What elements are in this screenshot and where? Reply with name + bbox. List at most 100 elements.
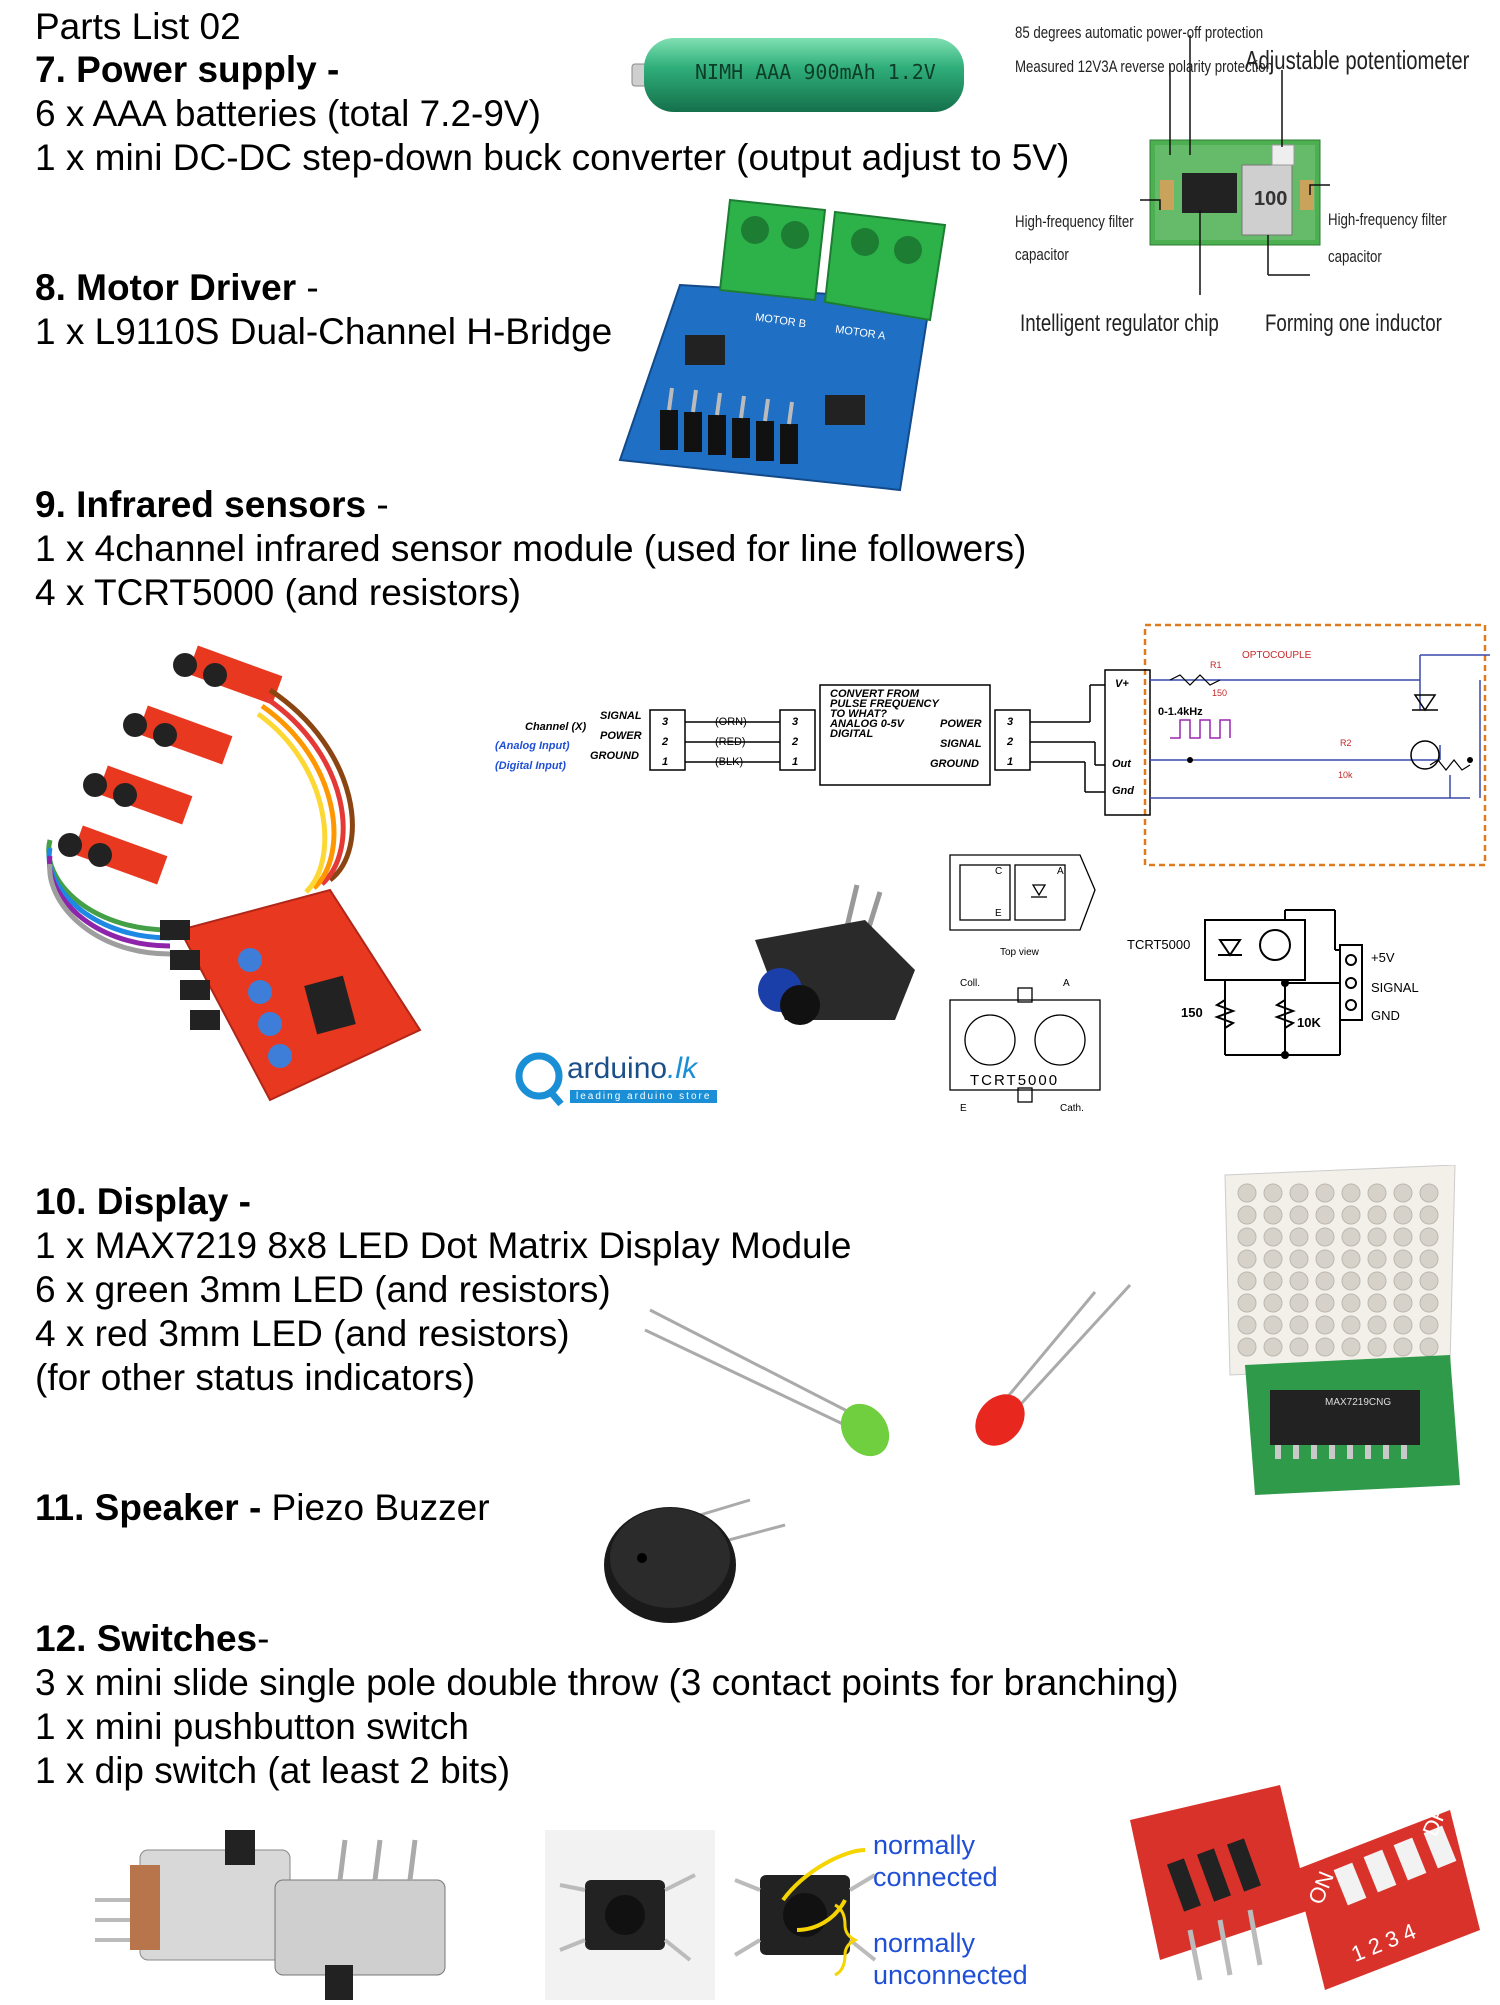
inductor-code: 100 xyxy=(1254,188,1288,210)
ir-module-icon xyxy=(30,630,430,1110)
matrix-led xyxy=(1237,1205,1257,1225)
red-led-icon xyxy=(950,1280,1150,1460)
switches-line-3: 1 x dip switch (at least 2 bits) xyxy=(35,1750,511,1791)
matrix-led xyxy=(1367,1249,1387,1269)
display-line-4: (for other status indicators) xyxy=(35,1357,476,1398)
sch-pin1-l: 1 xyxy=(662,756,669,768)
matrix-led xyxy=(1289,1271,1309,1291)
matrix-led xyxy=(1341,1271,1361,1291)
logo-name: arduino xyxy=(567,1052,668,1085)
matrix-led xyxy=(1393,1183,1413,1203)
tcrt5000-pinout: C E A Top view Coll. A TCRT5000 E Cath. xyxy=(945,850,1105,1120)
matrix-led xyxy=(1237,1183,1257,1203)
label-normally-unconnected-1: normally xyxy=(873,1928,976,1958)
sch-power: POWER xyxy=(600,730,642,742)
matrix-led xyxy=(1237,1337,1257,1357)
pin-e: E xyxy=(995,908,1002,919)
matrix-led xyxy=(1367,1293,1387,1313)
matrix-led xyxy=(1315,1205,1335,1225)
matrix-led xyxy=(1367,1205,1387,1225)
sch-freq: 0-1.4kHz xyxy=(1158,706,1203,718)
sch-blk: (BLK) xyxy=(715,756,744,768)
sch-red: (RED) xyxy=(715,736,746,748)
matrix-chip-label: MAX7219CNG xyxy=(1325,1397,1392,1408)
tcrt-circuit: TCRT5000 +5V SIGNAL GND 150 10K xyxy=(1125,905,1445,1065)
buck-converter-icon: 85 degrees automatic power-off protectio… xyxy=(1010,5,1490,345)
matrix-led xyxy=(1263,1183,1283,1203)
matrix-led xyxy=(1289,1227,1309,1247)
led-matrix-icon: MAX7219CNG xyxy=(1215,1164,1475,1495)
sch-pin1-r: 1 xyxy=(1007,756,1014,768)
dip-switch-icon: ON DP 1 2 3 4 xyxy=(1120,1780,1490,2000)
matrix-led xyxy=(1263,1337,1283,1357)
tcrt5000-icon xyxy=(745,880,925,1040)
buck-annotation-5b: capacitor xyxy=(1328,247,1382,266)
speaker-row: 11. Speaker - Piezo Buzzer xyxy=(35,1486,490,1530)
matrix-led xyxy=(1289,1205,1309,1225)
power-line-2: 1 x mini DC-DC step-down buck converter … xyxy=(35,137,1070,178)
matrix-led xyxy=(1289,1337,1309,1357)
infrared-line-1: 1 x 4channel infrared sensor module (use… xyxy=(35,528,1027,569)
sch-vplus: V+ xyxy=(1115,678,1129,690)
sch-signal-r: SIGNAL xyxy=(940,738,982,750)
circuit-v5: +5V xyxy=(1371,950,1395,965)
motor-driver-icon: MOTOR B MOTOR A xyxy=(600,190,960,500)
matrix-led xyxy=(1393,1315,1413,1335)
label-normally-connected-2: connected xyxy=(873,1862,998,1892)
label-normally-connected-1: normally xyxy=(873,1830,976,1860)
battery-icon: NIMH AAA 900mAh 1.2V xyxy=(630,30,970,120)
circuit-signal: SIGNAL xyxy=(1371,980,1419,995)
matrix-led xyxy=(1237,1315,1257,1335)
matrix-led xyxy=(1315,1293,1335,1313)
sch-pin3-m: 3 xyxy=(792,716,799,728)
matrix-led xyxy=(1393,1337,1413,1357)
motor-line-1: 1 x L9110S Dual-Channel H-Bridge xyxy=(35,311,613,352)
buck-annotation-1: 85 degrees automatic power-off protectio… xyxy=(1015,23,1264,42)
sch-convert-1: CONVERT FROM xyxy=(830,688,920,700)
logo-suffix: .lk xyxy=(667,1052,698,1085)
matrix-led xyxy=(1341,1249,1361,1269)
switches-heading-row: 12. Switches- xyxy=(35,1617,269,1661)
green-led-icon xyxy=(640,1295,910,1465)
battery-label: NIMH AAA 900mAh 1.2V xyxy=(695,60,936,84)
sch-convert-5: DIGITAL xyxy=(830,728,874,740)
sch-channel: Channel (X) xyxy=(525,721,587,733)
sch-r2: R2 xyxy=(1340,738,1352,748)
slide-switch-icon xyxy=(90,1810,460,2000)
power-heading: 7. Power supply - xyxy=(35,49,340,90)
sch-convert-3: TO WHAT? xyxy=(830,708,888,720)
switches-dash: - xyxy=(257,1618,270,1659)
matrix-led xyxy=(1367,1337,1387,1357)
matrix-led xyxy=(1289,1183,1309,1203)
buck-annotation-2: Measured 12V3A reverse polarity protecti… xyxy=(1015,57,1273,76)
matrix-led xyxy=(1367,1271,1387,1291)
infrared-heading: 9. Infrared sensors xyxy=(35,484,367,525)
infrared-dash: - xyxy=(366,484,389,525)
top-view: Top view xyxy=(1000,947,1039,958)
matrix-led xyxy=(1289,1315,1309,1335)
sch-pin2-l: 2 xyxy=(662,736,669,748)
sch-analog: (Analog Input) xyxy=(495,740,570,752)
sch-pin1-m: 1 xyxy=(792,756,799,768)
matrix-led xyxy=(1393,1227,1413,1247)
circuit-r150: 150 xyxy=(1181,1005,1203,1020)
sch-pin2-r: 2 xyxy=(1007,736,1014,748)
matrix-led xyxy=(1263,1271,1283,1291)
matrix-led xyxy=(1315,1337,1335,1357)
display-line-2: 6 x green 3mm LED (and resistors) xyxy=(35,1269,611,1310)
buck-annotation-4a: High-frequency filter xyxy=(1015,212,1134,231)
matrix-led xyxy=(1289,1293,1309,1313)
matrix-led xyxy=(1419,1293,1439,1313)
matrix-led xyxy=(1237,1293,1257,1313)
sch-ground-r: GROUND xyxy=(930,758,979,770)
buzzer-icon xyxy=(600,1480,800,1630)
motor-heading: 8. Motor Driver xyxy=(35,267,297,308)
matrix-led xyxy=(1419,1315,1439,1335)
matrix-led xyxy=(1289,1249,1309,1269)
matrix-led xyxy=(1367,1315,1387,1335)
matrix-led xyxy=(1315,1227,1335,1247)
pin-a: A xyxy=(1057,866,1064,877)
matrix-led xyxy=(1315,1183,1335,1203)
buck-annotation-4b: capacitor xyxy=(1015,245,1069,264)
display-line-1: 1 x MAX7219 8x8 LED Dot Matrix Display M… xyxy=(35,1225,852,1266)
